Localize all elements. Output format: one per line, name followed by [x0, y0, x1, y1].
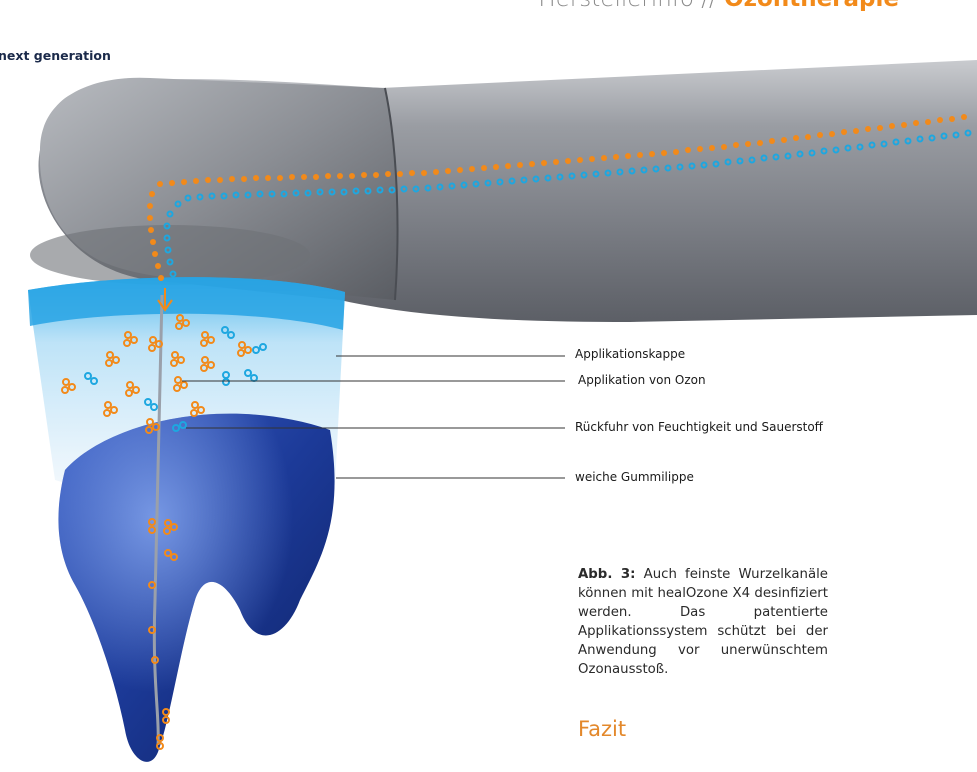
- callout-rubber-lip: weiche Gummilippe: [575, 470, 694, 484]
- figure-caption: Abb. 3: Auch feinste Wurzelkanäle können…: [578, 565, 828, 679]
- caption-label: Abb. 3:: [578, 567, 636, 582]
- caption-text: Auch feinste Wurzelkanäle können mit hea…: [578, 567, 828, 677]
- section-heading: Fazit: [578, 717, 626, 741]
- callout-moisture-return: Rückfuhr von Feuchtigkeit und Sauerstoff: [575, 420, 823, 434]
- callout-ozone-application: Applikation von Ozon: [578, 373, 706, 387]
- callout-application-cap: Applikationskappe: [575, 347, 685, 361]
